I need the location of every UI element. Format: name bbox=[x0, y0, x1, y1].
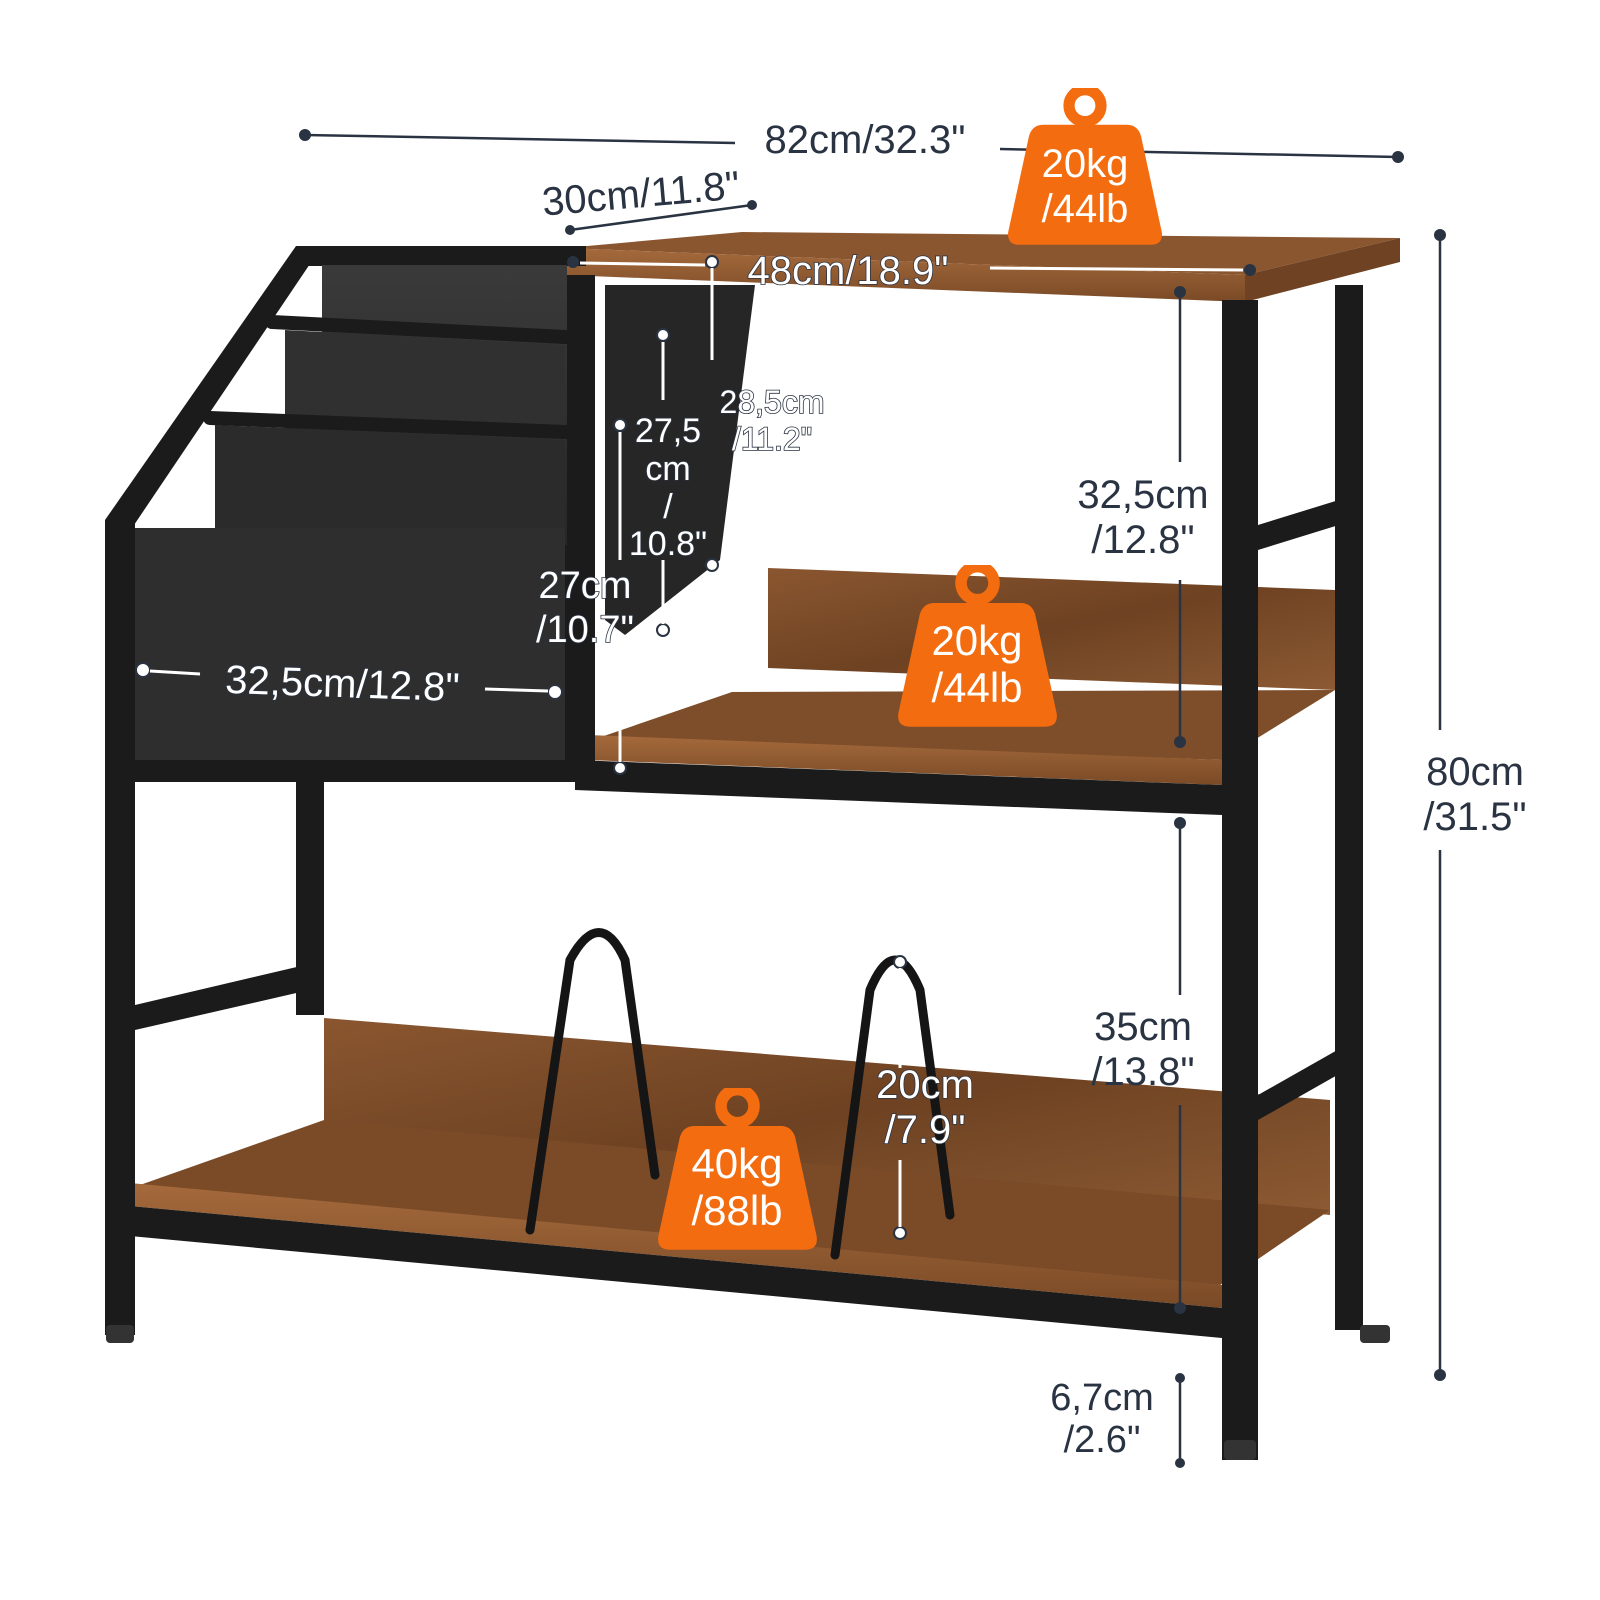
fabric-side-pocket bbox=[605, 285, 755, 635]
weight-top-lb: /44lb bbox=[1042, 187, 1129, 231]
overall-width-label: 82cm/32.3" bbox=[765, 118, 966, 162]
middle-shelf-frame bbox=[575, 760, 1222, 815]
pocket-a-cm: 28,5cm bbox=[720, 384, 825, 420]
lower-gap-in: /13.8" bbox=[1091, 1050, 1194, 1094]
front-left-leg bbox=[105, 520, 135, 1335]
fabric-frame-bottom bbox=[130, 760, 580, 782]
top-shelf-surface bbox=[565, 232, 1400, 275]
sling-frame-top bbox=[296, 246, 586, 266]
weight-badge-top: 20kg /44lb bbox=[1008, 90, 1162, 245]
overall-height-cm: 80cm bbox=[1426, 750, 1524, 794]
sling-rod-1 bbox=[265, 315, 572, 344]
dimension-lines bbox=[135, 129, 1446, 1468]
middle-shelf-edge bbox=[588, 735, 1222, 785]
divider-height-cm: 20cm bbox=[876, 1063, 974, 1107]
divider-height-in: /7.9" bbox=[885, 1108, 966, 1152]
pocket-b-line3: / bbox=[663, 488, 673, 526]
upper-gap-cm: 32,5cm bbox=[1077, 473, 1208, 517]
right-upper-rail bbox=[1258, 495, 1355, 550]
pocket-c-in: /10.7" bbox=[536, 609, 634, 651]
pocket-b-line2: cm bbox=[645, 450, 690, 488]
weight-badge-bottom: 40kg /88lb bbox=[658, 1090, 817, 1250]
lower-gap-cm: 35cm bbox=[1094, 1005, 1192, 1049]
weight-middle-lb: /44lb bbox=[931, 664, 1022, 711]
sling-frame-slant bbox=[105, 246, 318, 528]
overall-height-in: /31.5" bbox=[1423, 795, 1526, 839]
pocket-b-line1: 27,5 bbox=[635, 412, 701, 450]
weight-bottom-kg: 40kg bbox=[691, 1140, 782, 1187]
rear-right-foot bbox=[1360, 1325, 1390, 1343]
fabric-pocket-2 bbox=[215, 425, 565, 545]
left-rail bbox=[135, 962, 318, 1030]
fabric-width-label: 32,5cm/12.8" bbox=[225, 658, 461, 710]
bottom-shelf-frame bbox=[130, 1206, 1222, 1338]
top-shelf-side bbox=[1245, 238, 1400, 302]
top-shelf-edge bbox=[565, 248, 1245, 302]
center-post bbox=[565, 275, 595, 780]
shelf-illustration bbox=[105, 232, 1400, 1460]
upper-gap-in: /12.8" bbox=[1091, 518, 1194, 562]
leg-clearance-cm: 6,7cm bbox=[1050, 1377, 1153, 1419]
top-shelf-width-label: 48cm/18.9" bbox=[748, 249, 949, 293]
weight-middle-kg: 20kg bbox=[931, 617, 1022, 664]
pocket-c-cm: 27cm bbox=[539, 565, 632, 607]
weight-top-kg: 20kg bbox=[1042, 142, 1129, 186]
middle-back-board bbox=[768, 568, 1335, 690]
fabric-front-panel bbox=[135, 528, 565, 768]
pocket-a-in: /11.2" bbox=[732, 421, 812, 457]
right-lower-rail bbox=[1258, 1040, 1355, 1120]
front-right-leg bbox=[1222, 300, 1258, 1460]
pocket-b-line4: 10.8" bbox=[629, 525, 707, 563]
sling-rod-2 bbox=[203, 411, 572, 439]
weight-bottom-lb: /88lb bbox=[691, 1187, 782, 1234]
front-left-foot bbox=[106, 1325, 134, 1343]
divider-wire-1 bbox=[525, 928, 660, 1235]
leg-clearance-in: /2.6" bbox=[1064, 1419, 1141, 1461]
depth-label: 30cm/11.8" bbox=[540, 164, 741, 225]
weight-badge-middle: 20kg /44lb bbox=[898, 567, 1057, 727]
rear-right-leg bbox=[1335, 285, 1363, 1330]
bottom-back-board bbox=[324, 1018, 1330, 1215]
front-right-foot bbox=[1224, 1440, 1256, 1460]
